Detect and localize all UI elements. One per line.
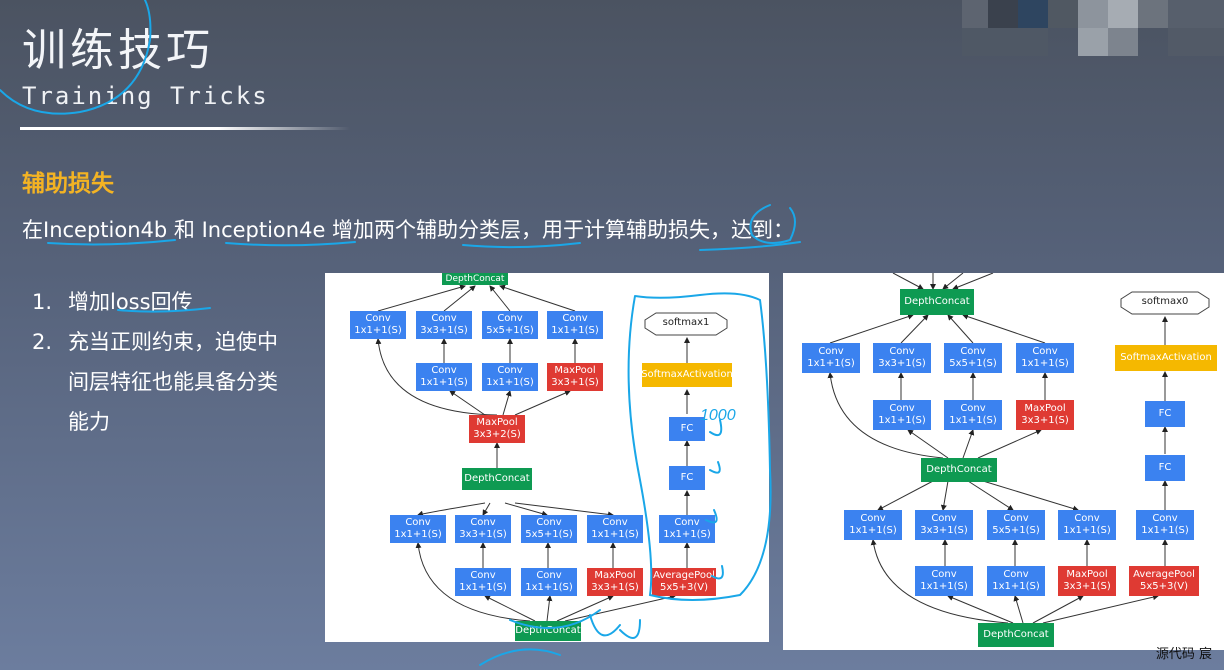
fc-node: FC: [1145, 401, 1185, 427]
softmax-label: softmax1: [662, 317, 710, 328]
footer-watermark: 源代码 宸: [1155, 647, 1212, 662]
fc-node: FC: [669, 417, 705, 441]
softmax-label: softmax0: [1141, 296, 1189, 307]
list-text: 增加loss回传: [68, 290, 193, 314]
fc-node: FC: [1145, 455, 1185, 481]
top-depthconcat: DepthConcat: [442, 273, 508, 285]
point-list: 1. 增加loss回传 2. 充当正则约束，迫使中间层特征也能具备分类能力: [32, 282, 288, 442]
bottom-depthconcat: DepthConcat: [515, 621, 581, 641]
list-item: 1. 增加loss回传: [32, 282, 288, 322]
blurred-mosaic: [962, 0, 1224, 56]
list-item: 2. 充当正则约束，迫使中间层特征也能具备分类能力: [32, 322, 288, 442]
top-depthconcat: DepthConcat: [900, 289, 974, 315]
softmax-activation-node: SoftmaxActivation: [1115, 345, 1217, 371]
softmax-output-node: softmax1: [644, 312, 728, 336]
title-divider: [20, 127, 350, 130]
list-text: 充当正则约束，迫使中间层特征也能具备分类能力: [68, 330, 278, 434]
list-number: 2.: [32, 330, 53, 354]
fc-node: FC: [669, 466, 705, 490]
section-sentence: 在Inception4b 和 Inception4e 增加两个辅助分类层，用于计…: [22, 218, 795, 242]
mid-depthconcat: DepthConcat: [921, 458, 997, 482]
softmax-output-node: softmax0: [1120, 291, 1210, 315]
diagram-edges: [827, 273, 1168, 624]
mid-depthconcat: DepthConcat: [462, 468, 532, 490]
bottom-depthconcat: DepthConcat: [978, 623, 1054, 647]
softmax-activation-node: SoftmaxActivation: [641, 363, 733, 387]
list-number: 1.: [32, 290, 53, 314]
page-title: 训练技巧: [22, 25, 214, 76]
page-subtitle: Training Tricks: [22, 82, 269, 110]
section-heading: 辅助损失: [22, 171, 114, 197]
